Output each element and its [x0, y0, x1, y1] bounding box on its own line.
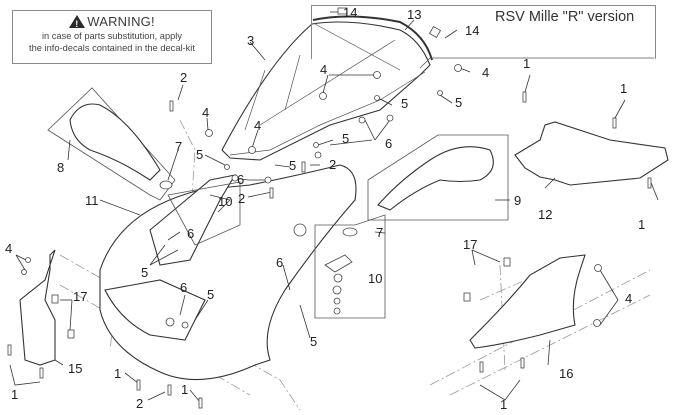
callout-5[interactable]: 5: [342, 131, 350, 146]
warning-line-1: in case of parts substitution, apply: [41, 31, 183, 41]
callout-2[interactable]: 2: [329, 157, 337, 172]
callout-7[interactable]: 7: [175, 139, 183, 154]
callout-1[interactable]: 1: [620, 81, 628, 96]
inner-panel: [149, 174, 237, 266]
kit-10-box-center: [314, 214, 386, 319]
right-mirror: [367, 134, 509, 221]
callout-4[interactable]: 4: [482, 65, 490, 80]
callout-8[interactable]: 8: [57, 160, 65, 175]
callout-5[interactable]: 5: [196, 147, 204, 162]
callout-5[interactable]: 5: [455, 95, 463, 110]
callout-4[interactable]: 4: [5, 241, 13, 256]
windscreen-seal: [312, 15, 433, 61]
callout-17[interactable]: 17: [463, 237, 478, 252]
kit-10-box-left: [167, 181, 241, 246]
callout-4[interactable]: 4: [320, 62, 328, 77]
callout-1[interactable]: 1: [500, 397, 508, 412]
callout-2[interactable]: 2: [136, 396, 144, 411]
warning-triangle-icon: [69, 15, 86, 32]
left-mirror: [47, 87, 176, 201]
callout-6[interactable]: 6: [180, 280, 188, 295]
callout-4[interactable]: 4: [254, 118, 262, 133]
callout-14[interactable]: 14: [343, 5, 358, 20]
callout-1[interactable]: 1: [523, 56, 531, 71]
left-side-panel: [19, 249, 56, 366]
callout-10[interactable]: 10: [218, 194, 233, 209]
callout-13[interactable]: 13: [407, 7, 422, 22]
callout-15[interactable]: 15: [68, 361, 83, 376]
version-box: [311, 5, 656, 59]
callout-6[interactable]: 6: [237, 172, 245, 187]
callout-9[interactable]: 9: [514, 193, 522, 208]
callout-1[interactable]: 1: [11, 387, 19, 402]
right-side-panel: [469, 254, 586, 349]
fasteners: [7, 7, 652, 409]
callout-3[interactable]: 3: [247, 33, 255, 48]
callout-11[interactable]: 11: [85, 193, 99, 208]
bracket: [514, 121, 669, 186]
version-label: RSV Mille "R" version: [495, 9, 635, 25]
callout-17[interactable]: 17: [73, 289, 88, 304]
callout-14[interactable]: 14: [465, 23, 480, 38]
callout-10[interactable]: 10: [368, 271, 383, 286]
callout-4[interactable]: 4: [625, 291, 633, 306]
callout-2[interactable]: 2: [180, 70, 188, 85]
callout-5[interactable]: 5: [207, 287, 215, 302]
callout-5[interactable]: 5: [289, 158, 297, 173]
callout-6[interactable]: 6: [187, 226, 195, 241]
callout-4[interactable]: 4: [202, 105, 210, 120]
callout-1[interactable]: 1: [181, 382, 189, 397]
callout-16[interactable]: 16: [559, 366, 574, 381]
callout-6[interactable]: 6: [385, 136, 393, 151]
callout-1[interactable]: 1: [638, 217, 646, 232]
warning-box: WARNING! in case of parts substitution, …: [12, 10, 212, 64]
callout-5[interactable]: 5: [401, 96, 409, 111]
warning-line-2: the info-decals contained in the decal-k…: [29, 43, 195, 53]
warning-title-text: WARNING!: [87, 14, 155, 29]
callout-7[interactable]: 7: [376, 225, 384, 240]
callout-5[interactable]: 5: [141, 265, 149, 280]
callout-1[interactable]: 1: [114, 366, 122, 381]
callout-12[interactable]: 12: [538, 207, 553, 222]
callout-5[interactable]: 5: [310, 334, 318, 349]
windscreen: [221, 21, 431, 161]
callout-2[interactable]: 2: [238, 191, 246, 206]
warning-title: WARNING!: [13, 14, 211, 32]
callout-6[interactable]: 6: [276, 255, 284, 270]
